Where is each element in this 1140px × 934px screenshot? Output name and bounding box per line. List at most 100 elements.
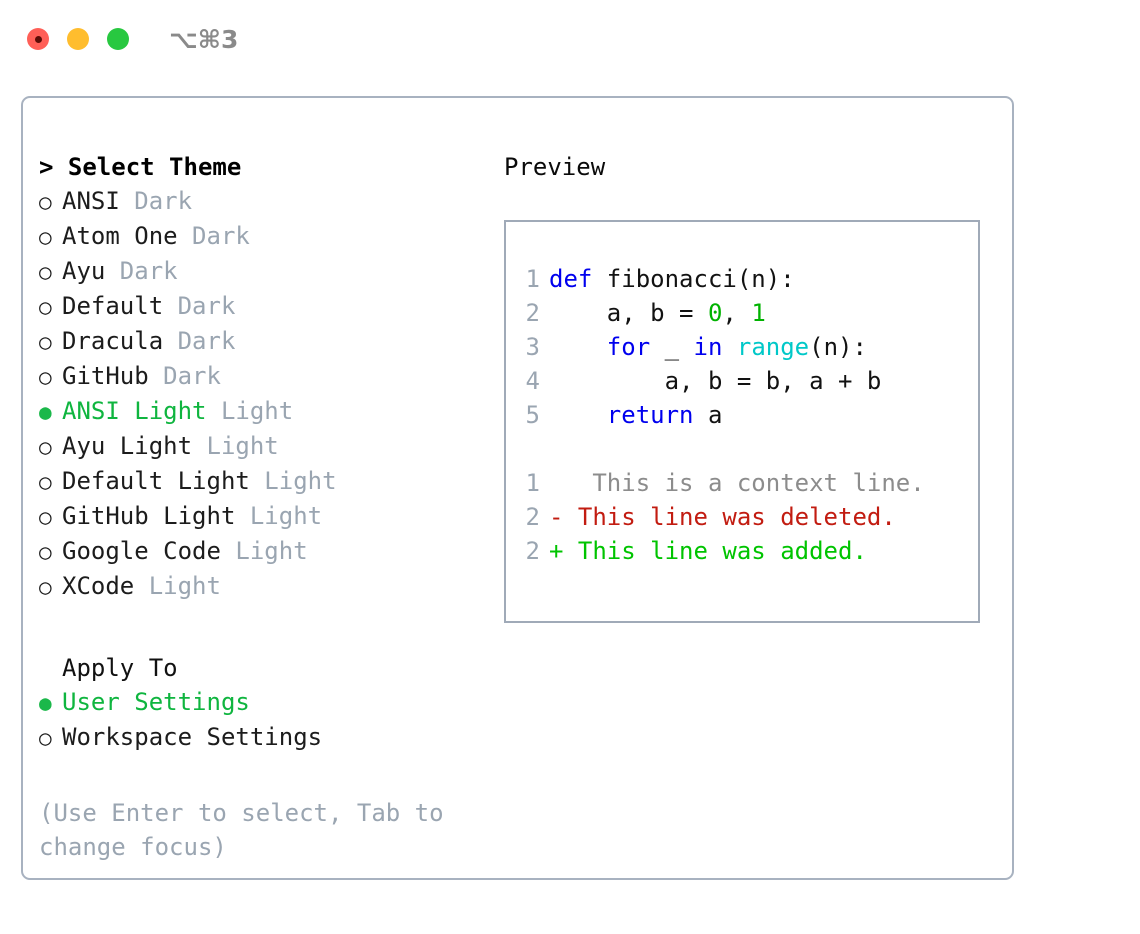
code-token-kw: in	[693, 333, 723, 361]
radio-selected-icon: ●	[39, 691, 52, 715]
radio-unselected-icon: ○	[39, 260, 52, 284]
theme-option-ansi-light[interactable]: ● ANSI Light Light	[39, 394, 493, 429]
code-token-plain	[549, 401, 607, 429]
apply-to-option-label: Workspace Settings	[62, 723, 323, 751]
theme-option-variant-tag: Dark	[105, 257, 178, 285]
code-line-content: return a	[549, 398, 723, 432]
code-token-plain: (n):	[809, 333, 867, 361]
code-line-content: a, b = 0, 1	[549, 296, 766, 330]
theme-option-xcode[interactable]: ○XCode Light	[39, 569, 493, 604]
line-number: 2	[525, 537, 540, 565]
preview-title: Preview	[504, 153, 606, 181]
diff-line-content: This line was deleted.	[563, 503, 896, 531]
apply-to-option-workspace-settings[interactable]: ○ Workspace Settings	[39, 720, 493, 755]
code-token-plain: ,	[722, 299, 752, 327]
maximize-window-button[interactable]	[107, 28, 129, 50]
radio-unselected-icon: ○	[39, 470, 52, 494]
diff-line-ctx: 1 This is a context line.	[518, 466, 978, 500]
theme-option-variant-tag: Dark	[177, 222, 250, 250]
theme-option-label: ANSI Light	[62, 397, 207, 425]
code-token-fn: range	[736, 333, 810, 361]
theme-option-atom-one[interactable]: ○ Atom One Dark	[39, 219, 493, 254]
theme-option-variant-tag: Light	[235, 502, 323, 530]
theme-selector-column: > Select Theme ○ANSI Dark○Atom One Dark○…	[23, 98, 493, 878]
keyboard-shortcut-label: ⌥⌘3	[169, 24, 239, 54]
theme-option-ayu[interactable]: ○ Ayu Dark	[39, 254, 493, 289]
line-number: 2	[525, 299, 540, 327]
line-number: 2	[525, 503, 540, 531]
line-number: 1	[525, 265, 540, 293]
theme-option-variant-tag: Light	[206, 397, 294, 425]
radio-unselected-icon: ○	[39, 225, 52, 249]
theme-option-label: Default Light	[62, 467, 250, 495]
code-line: 3 for _ in range(n):	[518, 330, 978, 364]
app-panel: > Select Theme ○ANSI Dark○Atom One Dark○…	[21, 96, 1014, 880]
code-line: 1 def fibonacci(n):	[518, 262, 978, 296]
radio-unselected-icon: ○	[39, 190, 52, 214]
code-token-num: 1	[751, 299, 766, 327]
code-spacer	[518, 432, 978, 466]
close-window-button[interactable]	[27, 28, 49, 50]
theme-option-label: XCode	[62, 572, 135, 600]
theme-option-label: GitHub	[62, 362, 149, 390]
theme-option-variant-tag: Light	[249, 467, 337, 495]
theme-option-label: GitHub Light	[62, 502, 236, 530]
radio-unselected-icon: ○	[39, 540, 52, 564]
theme-option-github-light[interactable]: ○GitHub Light Light	[39, 499, 493, 534]
radio-unselected-icon: ○	[39, 726, 52, 750]
theme-option-google-code[interactable]: ○Google Code Light	[39, 534, 493, 569]
theme-option-variant-tag: Light	[192, 432, 279, 460]
line-number: 3	[525, 333, 540, 361]
code-token-plain: a	[693, 401, 723, 429]
code-token-plain	[722, 333, 736, 361]
code-token-plain: a, b =	[549, 299, 708, 327]
theme-option-variant-tag: Dark	[148, 362, 221, 390]
theme-option-label: Google Code	[62, 537, 221, 565]
diff-marker: +	[549, 537, 564, 565]
radio-unselected-icon: ○	[39, 295, 52, 319]
theme-option-github[interactable]: ○ GitHub Dark	[39, 359, 493, 394]
theme-option-ansi[interactable]: ○ ANSI Dark	[39, 184, 493, 219]
apply-to-option-user-settings[interactable]: ●User Settings	[39, 685, 493, 720]
radio-unselected-icon: ○	[39, 330, 52, 354]
code-token-plain	[549, 333, 607, 361]
radio-unselected-icon: ○	[39, 365, 52, 389]
apply-to-group: Apply To ●User Settings ○ Workspace Settin…	[39, 651, 493, 755]
code-token-kw: for	[606, 333, 651, 361]
theme-option-default[interactable]: ○Default Dark	[39, 289, 493, 324]
theme-option-variant-tag: Dark	[119, 187, 193, 215]
theme-option-label: Ayu Light	[62, 432, 193, 460]
code-token-kw: return	[606, 401, 694, 429]
code-line-content: for _ in range(n):	[549, 330, 867, 364]
title-bar: ⌥⌘3	[0, 0, 1140, 78]
theme-option-label: Default	[62, 292, 164, 320]
apply-to-header: Apply To	[62, 654, 178, 682]
minimize-window-button[interactable]	[67, 28, 89, 50]
code-line-content: def fibonacci(n):	[549, 262, 795, 296]
select-theme-header: > Select Theme	[39, 153, 242, 181]
theme-option-label: ANSI	[62, 187, 120, 215]
theme-option-label: Atom One	[62, 222, 178, 250]
theme-option-variant-tag: Dark	[163, 327, 236, 355]
theme-option-list: ○ ANSI Dark ○ Atom One Dark ○ Ayu Dark ○ Defaul…	[39, 184, 493, 604]
diff-sample: 1 This is a context line. 2- This line wa…	[518, 466, 978, 568]
theme-option-dracula[interactable]: ○Dracula Dark	[39, 324, 493, 359]
apply-to-option-list: ●User Settings ○ Workspace Settings	[39, 685, 493, 755]
traffic-light-group	[27, 28, 129, 50]
code-token-kw: def	[549, 265, 607, 293]
theme-option-ayu-light[interactable]: ○Ayu Light Light	[39, 429, 493, 464]
line-number: 4	[525, 367, 540, 395]
theme-option-label: Ayu	[62, 257, 106, 285]
theme-option-default-light[interactable]: ○ Default Light Light	[39, 464, 493, 499]
code-token-plain: fibonacci(n):	[606, 265, 795, 293]
radio-selected-icon: ●	[39, 400, 52, 424]
keyboard-hint-text: (Use Enter to select, Tab to change focu…	[39, 799, 459, 861]
diff-line-add: 2+ This line was added.	[518, 534, 978, 568]
line-number: 1	[525, 469, 540, 497]
diff-marker: -	[549, 503, 564, 531]
code-line: 5 return a	[518, 398, 978, 432]
